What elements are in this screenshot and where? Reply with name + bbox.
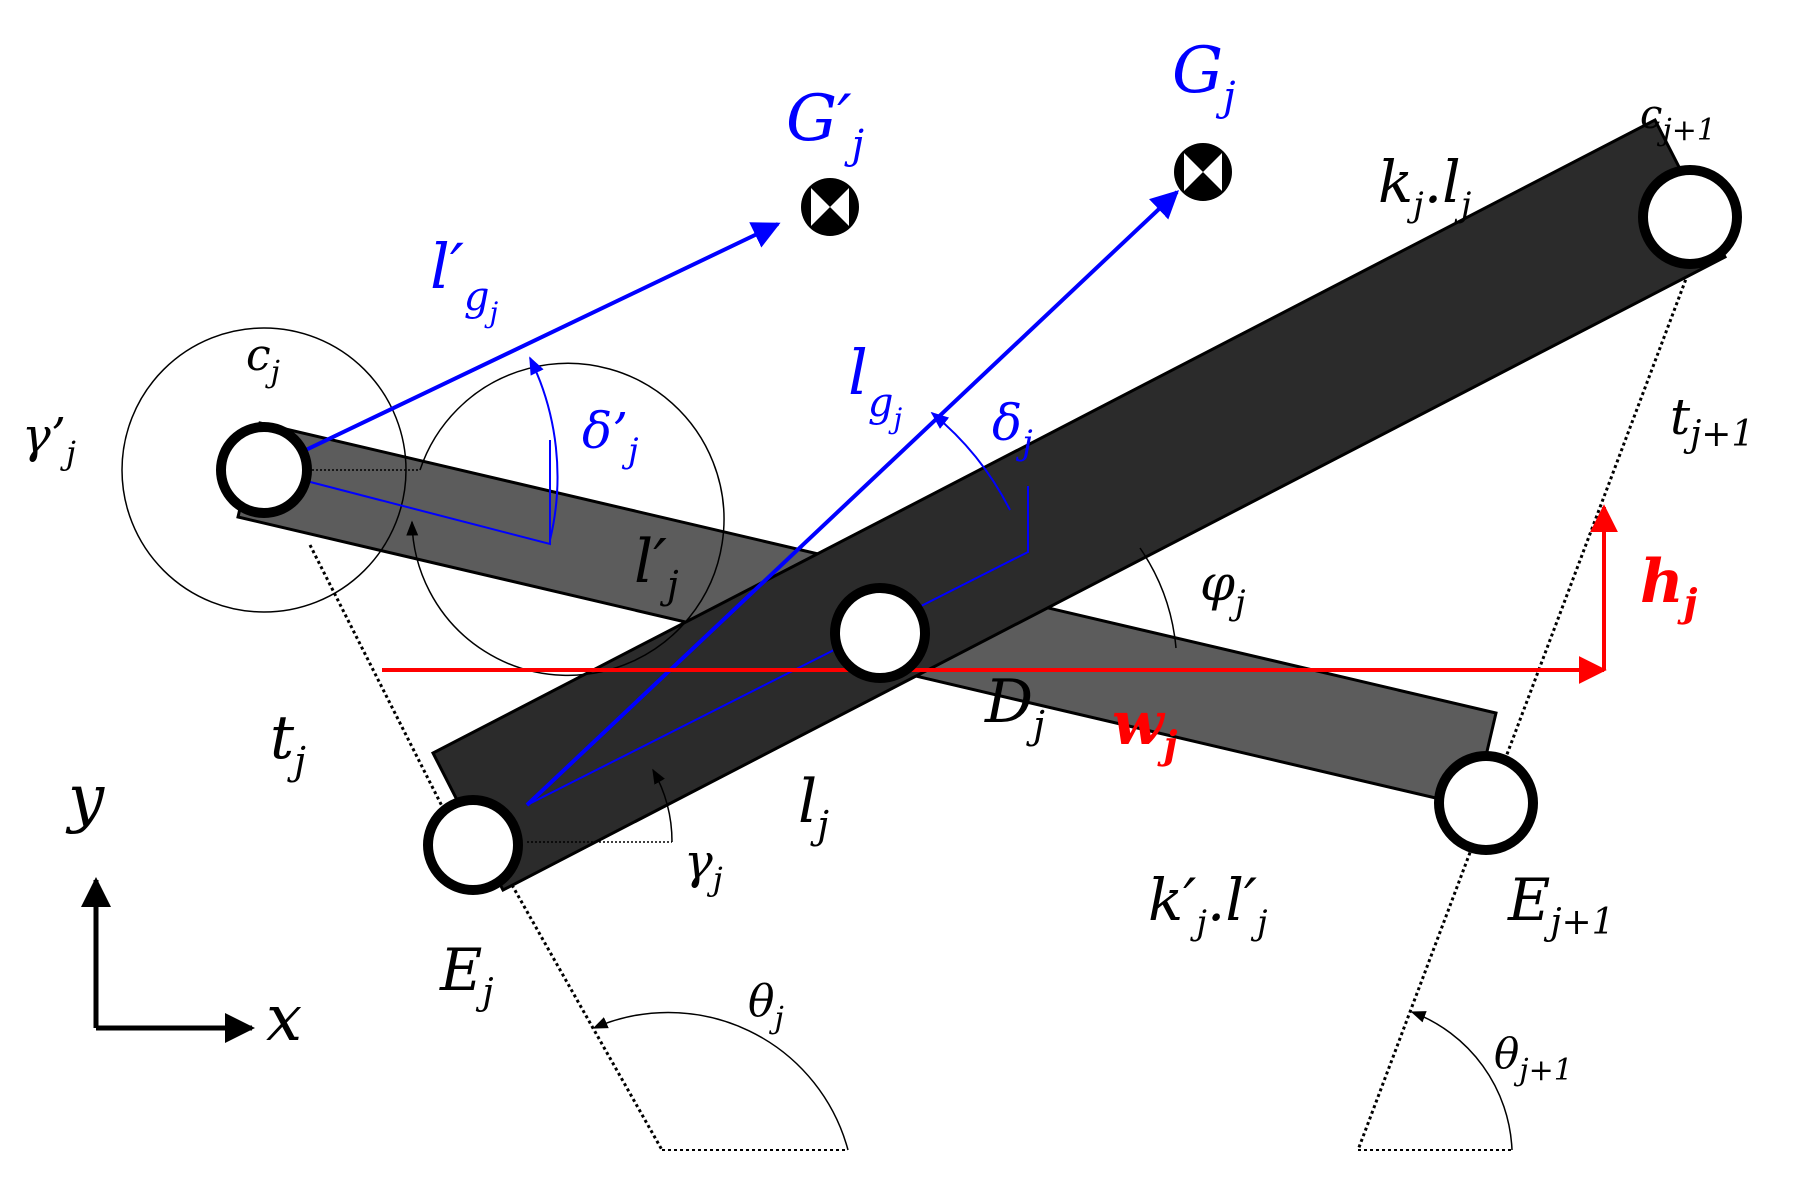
dotted-line-tj-lower [510, 884, 664, 1151]
label-c-j1: cj+1 [1640, 92, 1716, 148]
label-gamma-j: γj [684, 834, 723, 898]
label-g-j: Gj [1172, 34, 1236, 120]
center-of-mass-g-j-icon [1174, 143, 1232, 201]
label-kj-lj: kj.lj [1378, 148, 1472, 225]
gamma-arc [652, 768, 673, 843]
label-e-j1: Ej+1 [1507, 866, 1615, 943]
theta-j-arc [592, 1011, 849, 1151]
label-l-j: lj [798, 767, 829, 847]
blue-l-j-line [526, 486, 1029, 806]
joint-d-j [830, 583, 930, 683]
label-t-j1: tj+1 [1670, 388, 1754, 455]
phi-arc [1139, 547, 1177, 649]
label-kprime-lprime: k′j.l′j [1148, 866, 1268, 943]
label-theta-j: θj [748, 976, 784, 1036]
label-axis-x: x [266, 982, 302, 1056]
dotted-line-tj-upper [308, 544, 452, 823]
label-e-j: Ej [439, 936, 494, 1013]
label-phi-j: φj [1200, 554, 1246, 623]
blue-l-prime-j-line [263, 440, 551, 546]
label-g-prime-j: G′j [786, 82, 864, 168]
l-prime-gj-vector [263, 222, 781, 472]
joint-c-j [216, 422, 312, 518]
label-l-prime-j: l′j [634, 527, 679, 607]
label-h-j: hj [1640, 547, 1698, 625]
joint-e-j [423, 795, 523, 895]
label-delta-prime-j: δ’j [582, 402, 639, 471]
label-axis-y: y [65, 762, 105, 836]
delta-arc [930, 411, 1011, 511]
label-l-prime-gj: l′gj [430, 230, 499, 329]
label-l-gj: lgj [848, 336, 902, 435]
gamma-prime-circle [121, 327, 407, 613]
center-of-mass-g-prime-j-icon [801, 178, 859, 236]
dotted-line-tj1 [1356, 262, 1694, 1151]
label-w-j: wj [1112, 689, 1178, 767]
label-gamma-prime-j: γ’j [22, 408, 76, 472]
label-c-j: cj [246, 330, 280, 390]
label-t-j: tj [270, 703, 306, 783]
theta-j1-arc [1410, 1011, 1513, 1151]
label-theta-j1: θj+1 [1494, 1029, 1573, 1088]
link-dark [430, 117, 1728, 893]
label-d-j: Dj [984, 667, 1045, 747]
joint-c-j1 [1638, 165, 1742, 269]
l-gj-vector [525, 190, 1180, 807]
delta-prime-arc [529, 356, 559, 541]
gamma-prime-arc [406, 362, 725, 677]
joint-e-j1 [1434, 751, 1538, 855]
